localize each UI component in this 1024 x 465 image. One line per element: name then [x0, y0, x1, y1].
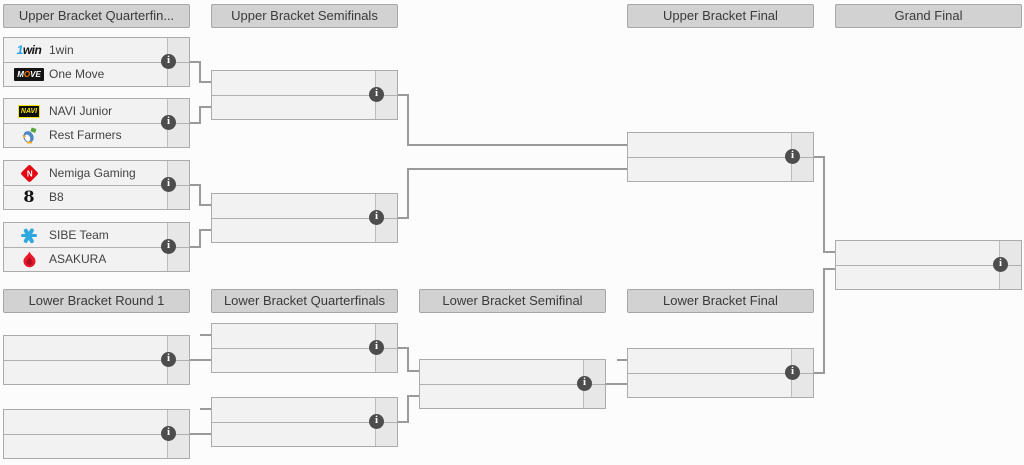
- row-divider: [420, 384, 605, 385]
- team-name: B8: [49, 190, 64, 204]
- info-icon[interactable]: i: [369, 414, 384, 429]
- connector-line: [813, 268, 835, 374]
- header-lower-bracket-round-1: Lower Bracket Round 1: [3, 289, 190, 313]
- rest-farmers-logo: [9, 124, 49, 146]
- connector-line: [397, 395, 419, 423]
- header-lower-bracket-final: Lower Bracket Final: [627, 289, 814, 313]
- info-icon[interactable]: i: [161, 54, 176, 69]
- row-divider: [212, 95, 397, 96]
- row-divider: [628, 157, 813, 158]
- row-divider: [212, 348, 397, 349]
- team-slot-sibe-team: SIBE Team: [4, 223, 189, 247]
- header-lower-bracket-quarterfinals: Lower Bracket Quarterfinals: [211, 289, 398, 313]
- row-divider: [4, 247, 189, 248]
- team-name: SIBE Team: [49, 228, 109, 242]
- row-divider: [4, 123, 189, 124]
- match-lower-round1-2: i: [3, 409, 190, 459]
- row-divider: [4, 185, 189, 186]
- team-slot-rest-farmers: Rest Farmers: [4, 123, 189, 147]
- match-upper-semifinal-2: i: [211, 193, 398, 243]
- header-lower-bracket-semifinal: Lower Bracket Semifinal: [419, 289, 606, 313]
- b8-logo: 8: [23, 187, 35, 206]
- team-slot-one-move: MOVE One Move: [4, 62, 189, 86]
- match-lower-quarterfinal-1: i: [211, 323, 398, 373]
- team-slot-b8: 8 B8: [4, 185, 189, 209]
- header-grand-final: Grand Final: [835, 4, 1022, 28]
- connector-line: [397, 347, 419, 372]
- match-upper-bracket-final: i: [627, 132, 814, 182]
- sibe-team-logo: [9, 224, 49, 246]
- header-upper-bracket-final: Upper Bracket Final: [627, 4, 814, 28]
- match-upper-quarterfinal-4: SIBE Team ASAKURA i: [3, 222, 190, 272]
- connector-line: [397, 94, 627, 146]
- connector-line: [190, 106, 211, 124]
- nemiga-gaming-logo: N: [9, 162, 49, 184]
- info-icon[interactable]: i: [161, 239, 176, 254]
- connector-line: [397, 168, 627, 219]
- team-slot-nemiga: N Nemiga Gaming: [4, 161, 189, 185]
- match-lower-semifinal: i: [419, 359, 606, 409]
- one-move-logo: MOVE: [9, 63, 49, 85]
- match-upper-quarterfinal-3: N Nemiga Gaming 8 B8 i: [3, 160, 190, 210]
- row-divider: [4, 360, 189, 361]
- match-grand-final: i: [835, 240, 1022, 290]
- team-name: One Move: [49, 67, 105, 81]
- team-name: ASAKURA: [49, 252, 107, 266]
- header-upper-bracket-semifinals: Upper Bracket Semifinals: [211, 4, 398, 28]
- row-divider: [212, 218, 397, 219]
- match-upper-quarterfinal-2: NAVI NAVI Junior Rest Farmers i: [3, 98, 190, 148]
- navi-junior-logo: NAVI: [9, 100, 49, 122]
- info-icon[interactable]: i: [369, 340, 384, 355]
- info-icon[interactable]: i: [785, 365, 800, 380]
- team-name: 1win: [49, 43, 74, 57]
- row-divider: [212, 422, 397, 423]
- info-icon[interactable]: i: [785, 149, 800, 164]
- match-lower-quarterfinal-2: i: [211, 397, 398, 447]
- info-icon[interactable]: i: [161, 352, 176, 367]
- info-icon[interactable]: i: [161, 177, 176, 192]
- info-icon[interactable]: i: [993, 257, 1008, 272]
- team-name: NAVI Junior: [49, 104, 113, 118]
- row-divider: [836, 265, 1021, 266]
- header-upper-bracket-quarterfinals: Upper Bracket Quarterfin...: [3, 4, 190, 28]
- team-slot-asakura: ASAKURA: [4, 247, 189, 271]
- info-icon[interactable]: i: [161, 426, 176, 441]
- match-lower-round1-1: i: [3, 335, 190, 385]
- asakura-logo: [9, 248, 49, 270]
- team-slot-navi-junior: NAVI NAVI Junior: [4, 99, 189, 123]
- connector-line: [190, 229, 211, 248]
- info-icon[interactable]: i: [369, 210, 384, 225]
- row-divider: [628, 373, 813, 374]
- info-icon[interactable]: i: [577, 376, 592, 391]
- info-icon[interactable]: i: [369, 87, 384, 102]
- team-name: Nemiga Gaming: [49, 166, 136, 180]
- connector-line: [813, 156, 835, 253]
- connector-line: [190, 184, 211, 206]
- match-lower-bracket-final: i: [627, 348, 814, 398]
- match-upper-semifinal-1: i: [211, 70, 398, 120]
- row-divider: [4, 434, 189, 435]
- row-divider: [4, 62, 189, 63]
- team-name: Rest Farmers: [49, 128, 122, 142]
- info-icon[interactable]: i: [161, 115, 176, 130]
- connector-line: [190, 61, 211, 83]
